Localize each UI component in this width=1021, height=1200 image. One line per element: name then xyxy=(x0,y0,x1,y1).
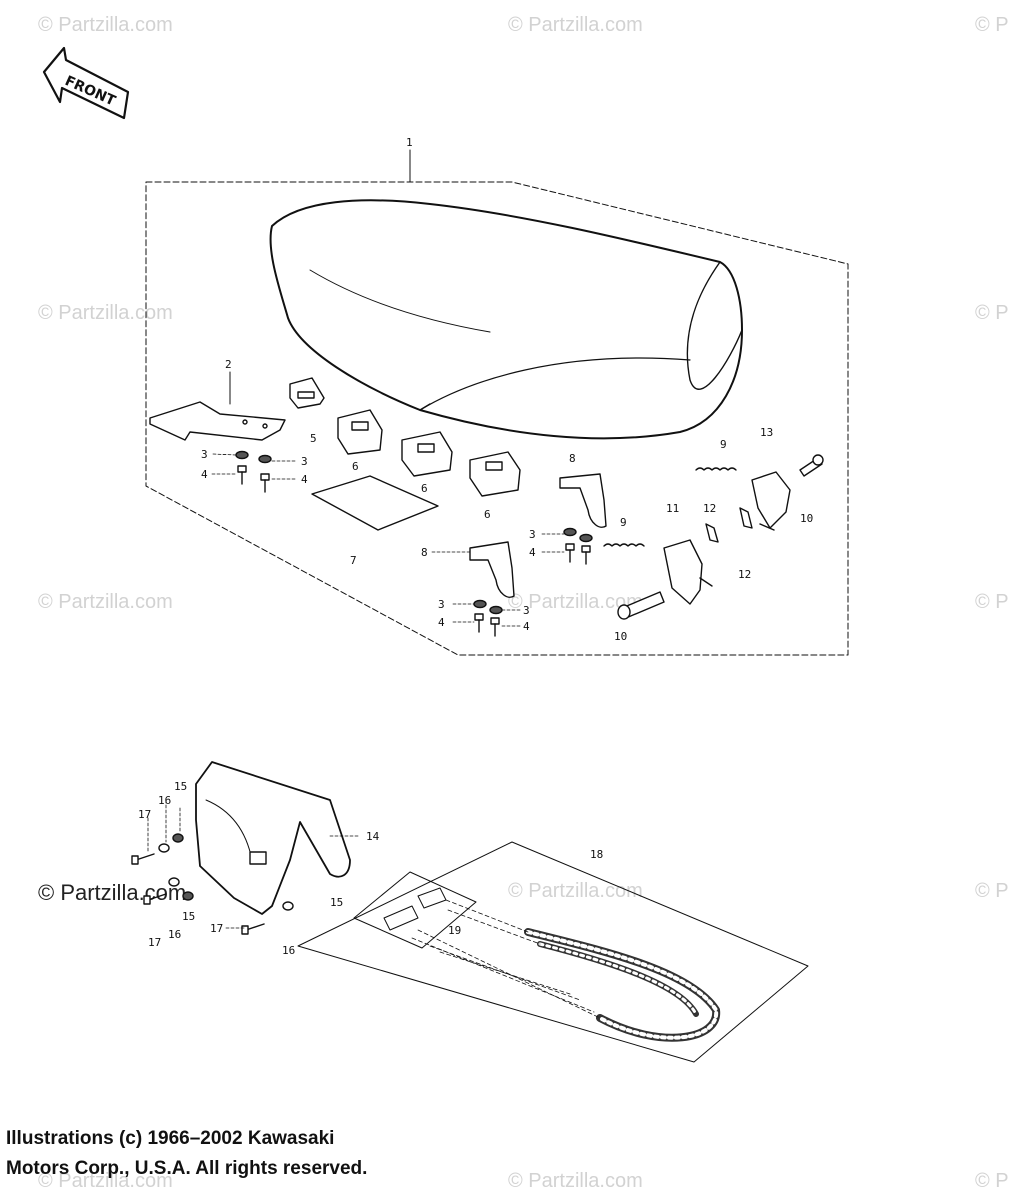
callout-15: 15 xyxy=(330,896,343,909)
callout-10: 10 xyxy=(800,512,813,525)
callout-17: 17 xyxy=(148,936,161,949)
callout-2: 2 xyxy=(225,358,232,371)
watermark: © Partzilla.com xyxy=(508,14,643,36)
callout-9: 9 xyxy=(620,516,627,529)
callout-9: 9 xyxy=(720,438,727,451)
watermark: © Partzilla.com xyxy=(508,880,643,902)
hinge-bracket-icon xyxy=(469,473,607,598)
clip-icon xyxy=(705,507,753,543)
callout-3: 3 xyxy=(523,604,530,617)
watermark: © Partzilla.com xyxy=(38,1170,173,1192)
watermark: © Partzilla.com xyxy=(38,302,173,324)
callout-8: 8 xyxy=(421,546,428,559)
seat-pad-icon xyxy=(311,475,439,531)
copyright-line-2: Motors Corp., U.S.A. All rights reserved… xyxy=(6,1158,368,1179)
callout-6: 6 xyxy=(484,508,491,521)
callout-16: 16 xyxy=(168,928,181,941)
callout-8: 8 xyxy=(569,452,576,465)
master-link-group-boundary xyxy=(353,871,477,949)
callout-10: 10 xyxy=(614,630,627,643)
callout-labels: 1 2 3 3 4 4 5 6 6 6 7 8 8 9 9 10 10 11 1… xyxy=(138,136,813,957)
callout-17: 17 xyxy=(138,808,151,821)
bolt-icon xyxy=(237,465,591,637)
callout-4: 4 xyxy=(201,468,208,481)
leader-lines xyxy=(147,453,565,929)
projection-lines xyxy=(411,899,601,1019)
callout-12: 12 xyxy=(703,502,716,515)
watermark: © P xyxy=(975,14,1009,36)
watermark: © P xyxy=(975,302,1009,324)
callout-1: 1 xyxy=(406,136,413,149)
callout-14: 14 xyxy=(366,830,380,843)
drive-chain-icon xyxy=(524,928,721,1042)
callout-12: 12 xyxy=(738,568,751,581)
callout-4: 4 xyxy=(529,546,536,559)
nut-icon xyxy=(172,833,194,901)
callout-11: 11 xyxy=(666,502,679,515)
hinge-pin-icon xyxy=(617,454,824,620)
callout-3: 3 xyxy=(529,528,536,541)
spring-icon xyxy=(603,467,737,547)
callout-16: 16 xyxy=(282,944,295,957)
callout-17: 17 xyxy=(210,922,223,935)
washer-icon xyxy=(235,450,593,615)
watermark: © Partzilla.com xyxy=(38,591,173,613)
callout-4: 4 xyxy=(438,616,445,629)
callout-13: 13 xyxy=(760,426,773,439)
callout-3: 3 xyxy=(438,598,445,611)
copyright-line-1: Illustrations (c) 1966–2002 Kawasaki xyxy=(6,1128,335,1149)
watermark: © Partzilla.com xyxy=(508,1170,643,1192)
hinge-plate-icon xyxy=(663,471,791,605)
seat-icon xyxy=(269,149,743,440)
watermark: © Partzilla.com xyxy=(508,591,643,613)
watermark-dark: © Partzilla.com xyxy=(38,880,187,905)
callout-15: 15 xyxy=(174,780,187,793)
watermark: © P xyxy=(975,880,1009,902)
seat-group-boundary xyxy=(145,181,849,656)
watermark: © P xyxy=(975,591,1009,613)
callout-4: 4 xyxy=(301,473,308,486)
chain-guard-icon xyxy=(195,761,351,915)
bolt-icon xyxy=(131,853,265,935)
callout-19: 19 xyxy=(448,924,461,937)
chain-group-boundary xyxy=(297,841,809,1063)
callout-4: 4 xyxy=(523,620,530,633)
front-arrow-icon xyxy=(42,46,130,120)
callout-5: 5 xyxy=(310,432,317,445)
callout-6: 6 xyxy=(352,460,359,473)
seat-damper-icon xyxy=(289,377,325,409)
callout-15: 15 xyxy=(182,910,195,923)
seat-bracket-icon xyxy=(149,371,286,441)
watermark: © P xyxy=(975,1170,1009,1192)
callout-7: 7 xyxy=(350,554,357,567)
callout-6: 6 xyxy=(421,482,428,495)
callout-18: 18 xyxy=(590,848,603,861)
callout-16: 16 xyxy=(158,794,171,807)
watermark: © Partzilla.com xyxy=(38,14,173,36)
callout-3: 3 xyxy=(301,455,308,468)
seat-damper-icon xyxy=(337,409,521,497)
washer-icon xyxy=(158,843,294,911)
callout-3: 3 xyxy=(201,448,208,461)
